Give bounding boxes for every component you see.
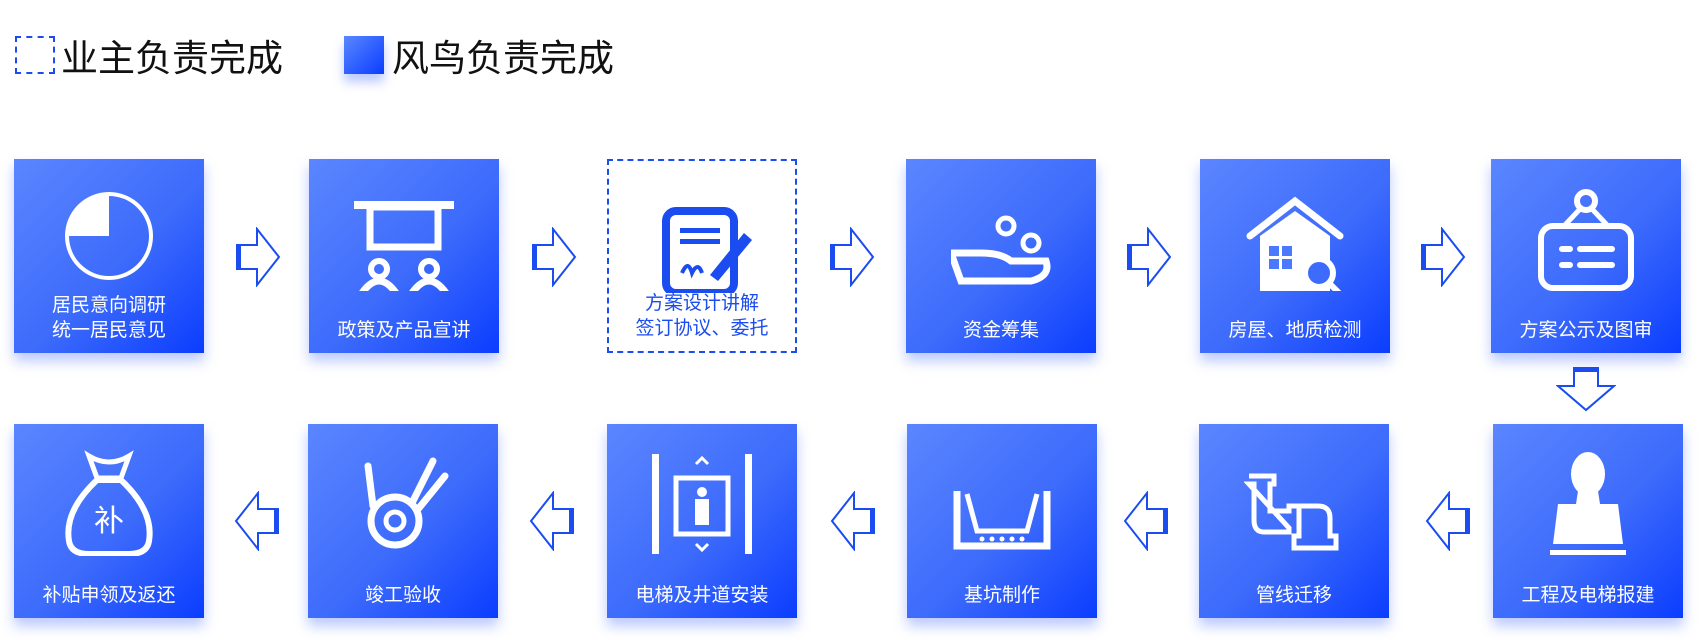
hand-coins-icon [951, 215, 1051, 285]
step-label: 居民意向调研 统一居民意见 [51, 294, 166, 341]
arrow-left-icon [529, 491, 574, 551]
arrow-right-icon [236, 227, 281, 287]
arrow-right-icon [830, 227, 875, 287]
house-inspect-icon [1246, 196, 1344, 291]
arrow-right-icon [1127, 227, 1172, 287]
step-elevator-installation: 电梯及井道安装 [607, 424, 797, 618]
step-subsidy-claim: 补 补贴申领及返还 [14, 424, 204, 618]
step-fund-raising: 资金筹集 [906, 159, 1096, 353]
step-label: 房屋、地质检测 [1228, 319, 1362, 341]
step-resident-survey: 居民意向调研 统一居民意见 [14, 159, 204, 353]
arrow-down-icon [1556, 367, 1616, 412]
legend-owner-label: 业主负责完成 [61, 37, 283, 80]
presentation-icon [354, 201, 454, 291]
step-label: 基坑制作 [963, 584, 1040, 606]
step-label: 方案公示及图审 [1519, 319, 1653, 341]
step-house-inspection: 房屋、地质检测 [1200, 159, 1390, 353]
arrow-left-icon [1425, 491, 1470, 551]
step-label: 竣工验收 [364, 584, 441, 606]
step-label: 资金筹集 [962, 319, 1039, 341]
step-label: 补贴申领及返还 [42, 584, 176, 606]
step-label: 工程及电梯报建 [1521, 584, 1655, 606]
arrow-right-icon [532, 227, 577, 287]
legend-owner: 业主负责完成 [15, 28, 283, 82]
arrow-left-icon [234, 491, 279, 551]
elevator-icon [652, 454, 752, 554]
legend-fengniao-label: 风鸟负责完成 [392, 37, 614, 80]
stamp-icon [1550, 452, 1626, 555]
step-label: 政策及产品宣讲 [337, 319, 471, 341]
bag-text: 补 [94, 504, 124, 539]
step-design-agreement: 方案设计讲解 签订协议、委托 [607, 159, 797, 353]
step-policy-presentation: 政策及产品宣讲 [309, 159, 499, 353]
signboard-icon [1538, 189, 1634, 291]
step-foundation-pit: 基坑制作 [907, 424, 1097, 618]
step-label: 电梯及井道安装 [635, 584, 769, 606]
step-label: 方案设计讲解 签订协议、委托 [635, 292, 769, 339]
sign-document-icon [662, 207, 752, 293]
step-label: 管线迁移 [1255, 584, 1332, 606]
step-construction-filing: 工程及电梯报建 [1493, 424, 1683, 618]
step-completion-acceptance: 竣工验收 [308, 424, 498, 618]
legend-fengniao: 风鸟负责完成 [344, 28, 614, 82]
ok-hand-icon [364, 457, 449, 549]
pit-icon [953, 491, 1051, 550]
step-pipeline-relocation: 管线迁移 [1199, 424, 1389, 618]
step-plan-publicity: 方案公示及图审 [1491, 159, 1681, 353]
arrow-left-icon [830, 491, 875, 551]
pipe-icon [1244, 473, 1339, 551]
arrow-left-icon [1123, 491, 1168, 551]
solid-square-icon [344, 36, 384, 74]
pie-chart-icon [65, 192, 153, 280]
arrow-right-icon [1421, 227, 1466, 287]
dashed-square-icon [15, 36, 55, 74]
money-bag-icon: 补 [65, 450, 153, 556]
